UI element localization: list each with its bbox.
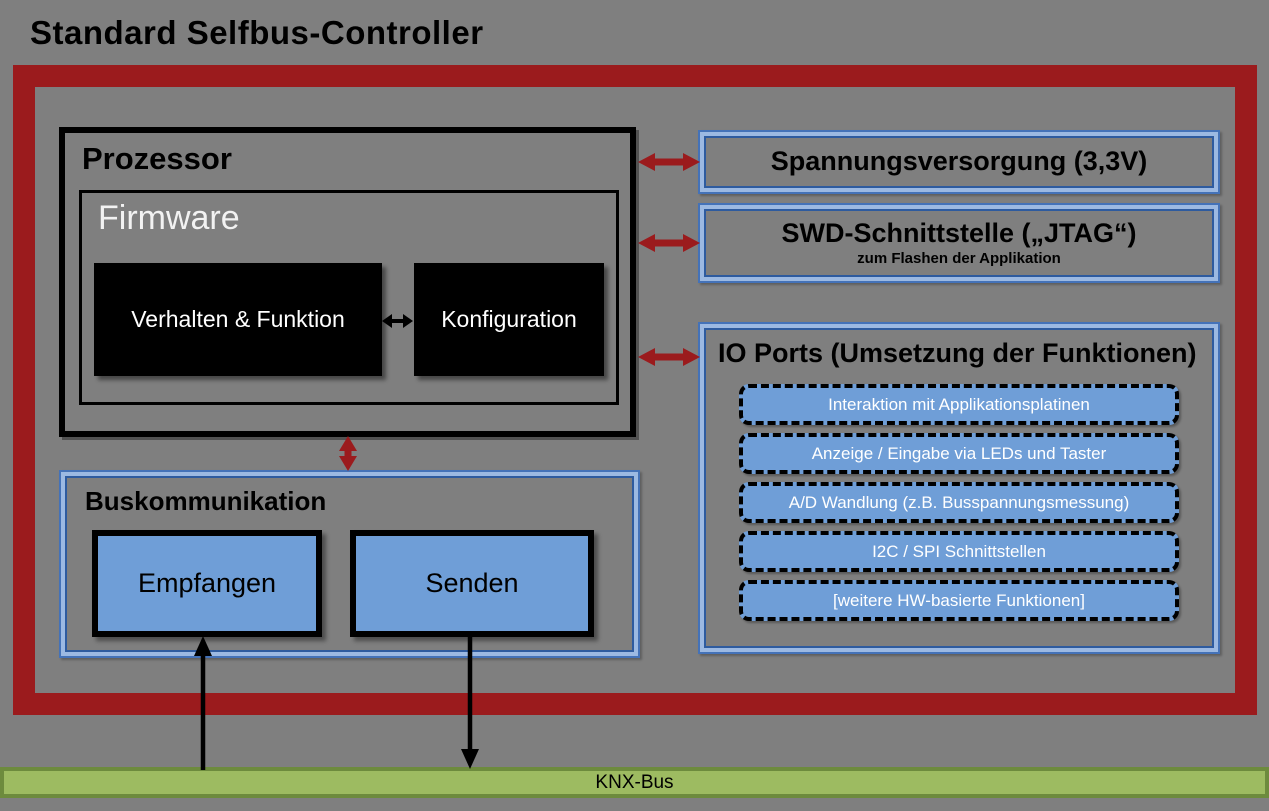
io-ports-label: IO Ports (Umsetzung der Funktionen)	[718, 338, 1197, 368]
configuration-box: Konfiguration	[414, 263, 604, 376]
io-port-item: Interaktion mit Applikationsplatinen	[739, 384, 1179, 425]
firmware-label: Firmware	[98, 199, 240, 237]
io-port-item: [weitere HW-basierte Funktionen]	[739, 580, 1179, 621]
bus-communication-label: Buskommunikation	[85, 486, 327, 516]
io-port-item: Anzeige / Eingabe via LEDs und Taster	[739, 433, 1179, 474]
firmware-box: Firmware Verhalten & Funktion Konfigurat…	[79, 190, 619, 405]
receive-box: Empfangen	[92, 530, 322, 637]
power-supply-box: Spannungsversorgung (3,3V)	[698, 130, 1220, 194]
bus-communication-box: Buskommunikation Empfangen Senden	[59, 470, 640, 658]
io-ports-box: IO Ports (Umsetzung der Funktionen) Inte…	[698, 322, 1220, 654]
knx-bus-bar: KNX-Bus	[0, 767, 1269, 798]
io-port-item: A/D Wandlung (z.B. Busspannungsmessung)	[739, 482, 1179, 523]
io-port-item: I2C / SPI Schnittstellen	[739, 531, 1179, 572]
knx-bus-label: KNX-Bus	[595, 771, 674, 793]
processor-label: Prozessor	[82, 141, 232, 176]
controller-frame	[13, 65, 1257, 715]
swd-interface-box: SWD-Schnittstelle („JTAG“) zum Flashen d…	[698, 203, 1220, 283]
behavior-function-box: Verhalten & Funktion	[94, 263, 382, 376]
processor-box: Prozessor Firmware Verhalten & Funktion …	[59, 127, 636, 437]
io-ports-list: Interaktion mit Applikationsplatinen Anz…	[739, 384, 1179, 621]
send-box: Senden	[350, 530, 594, 637]
diagram-title: Standard Selfbus-Controller	[30, 14, 484, 51]
swd-interface-label: SWD-Schnittstelle („JTAG“)	[781, 217, 1137, 248]
power-supply-label: Spannungsversorgung (3,3V)	[770, 146, 1148, 177]
swd-interface-sublabel: zum Flashen der Applikation	[857, 250, 1061, 268]
